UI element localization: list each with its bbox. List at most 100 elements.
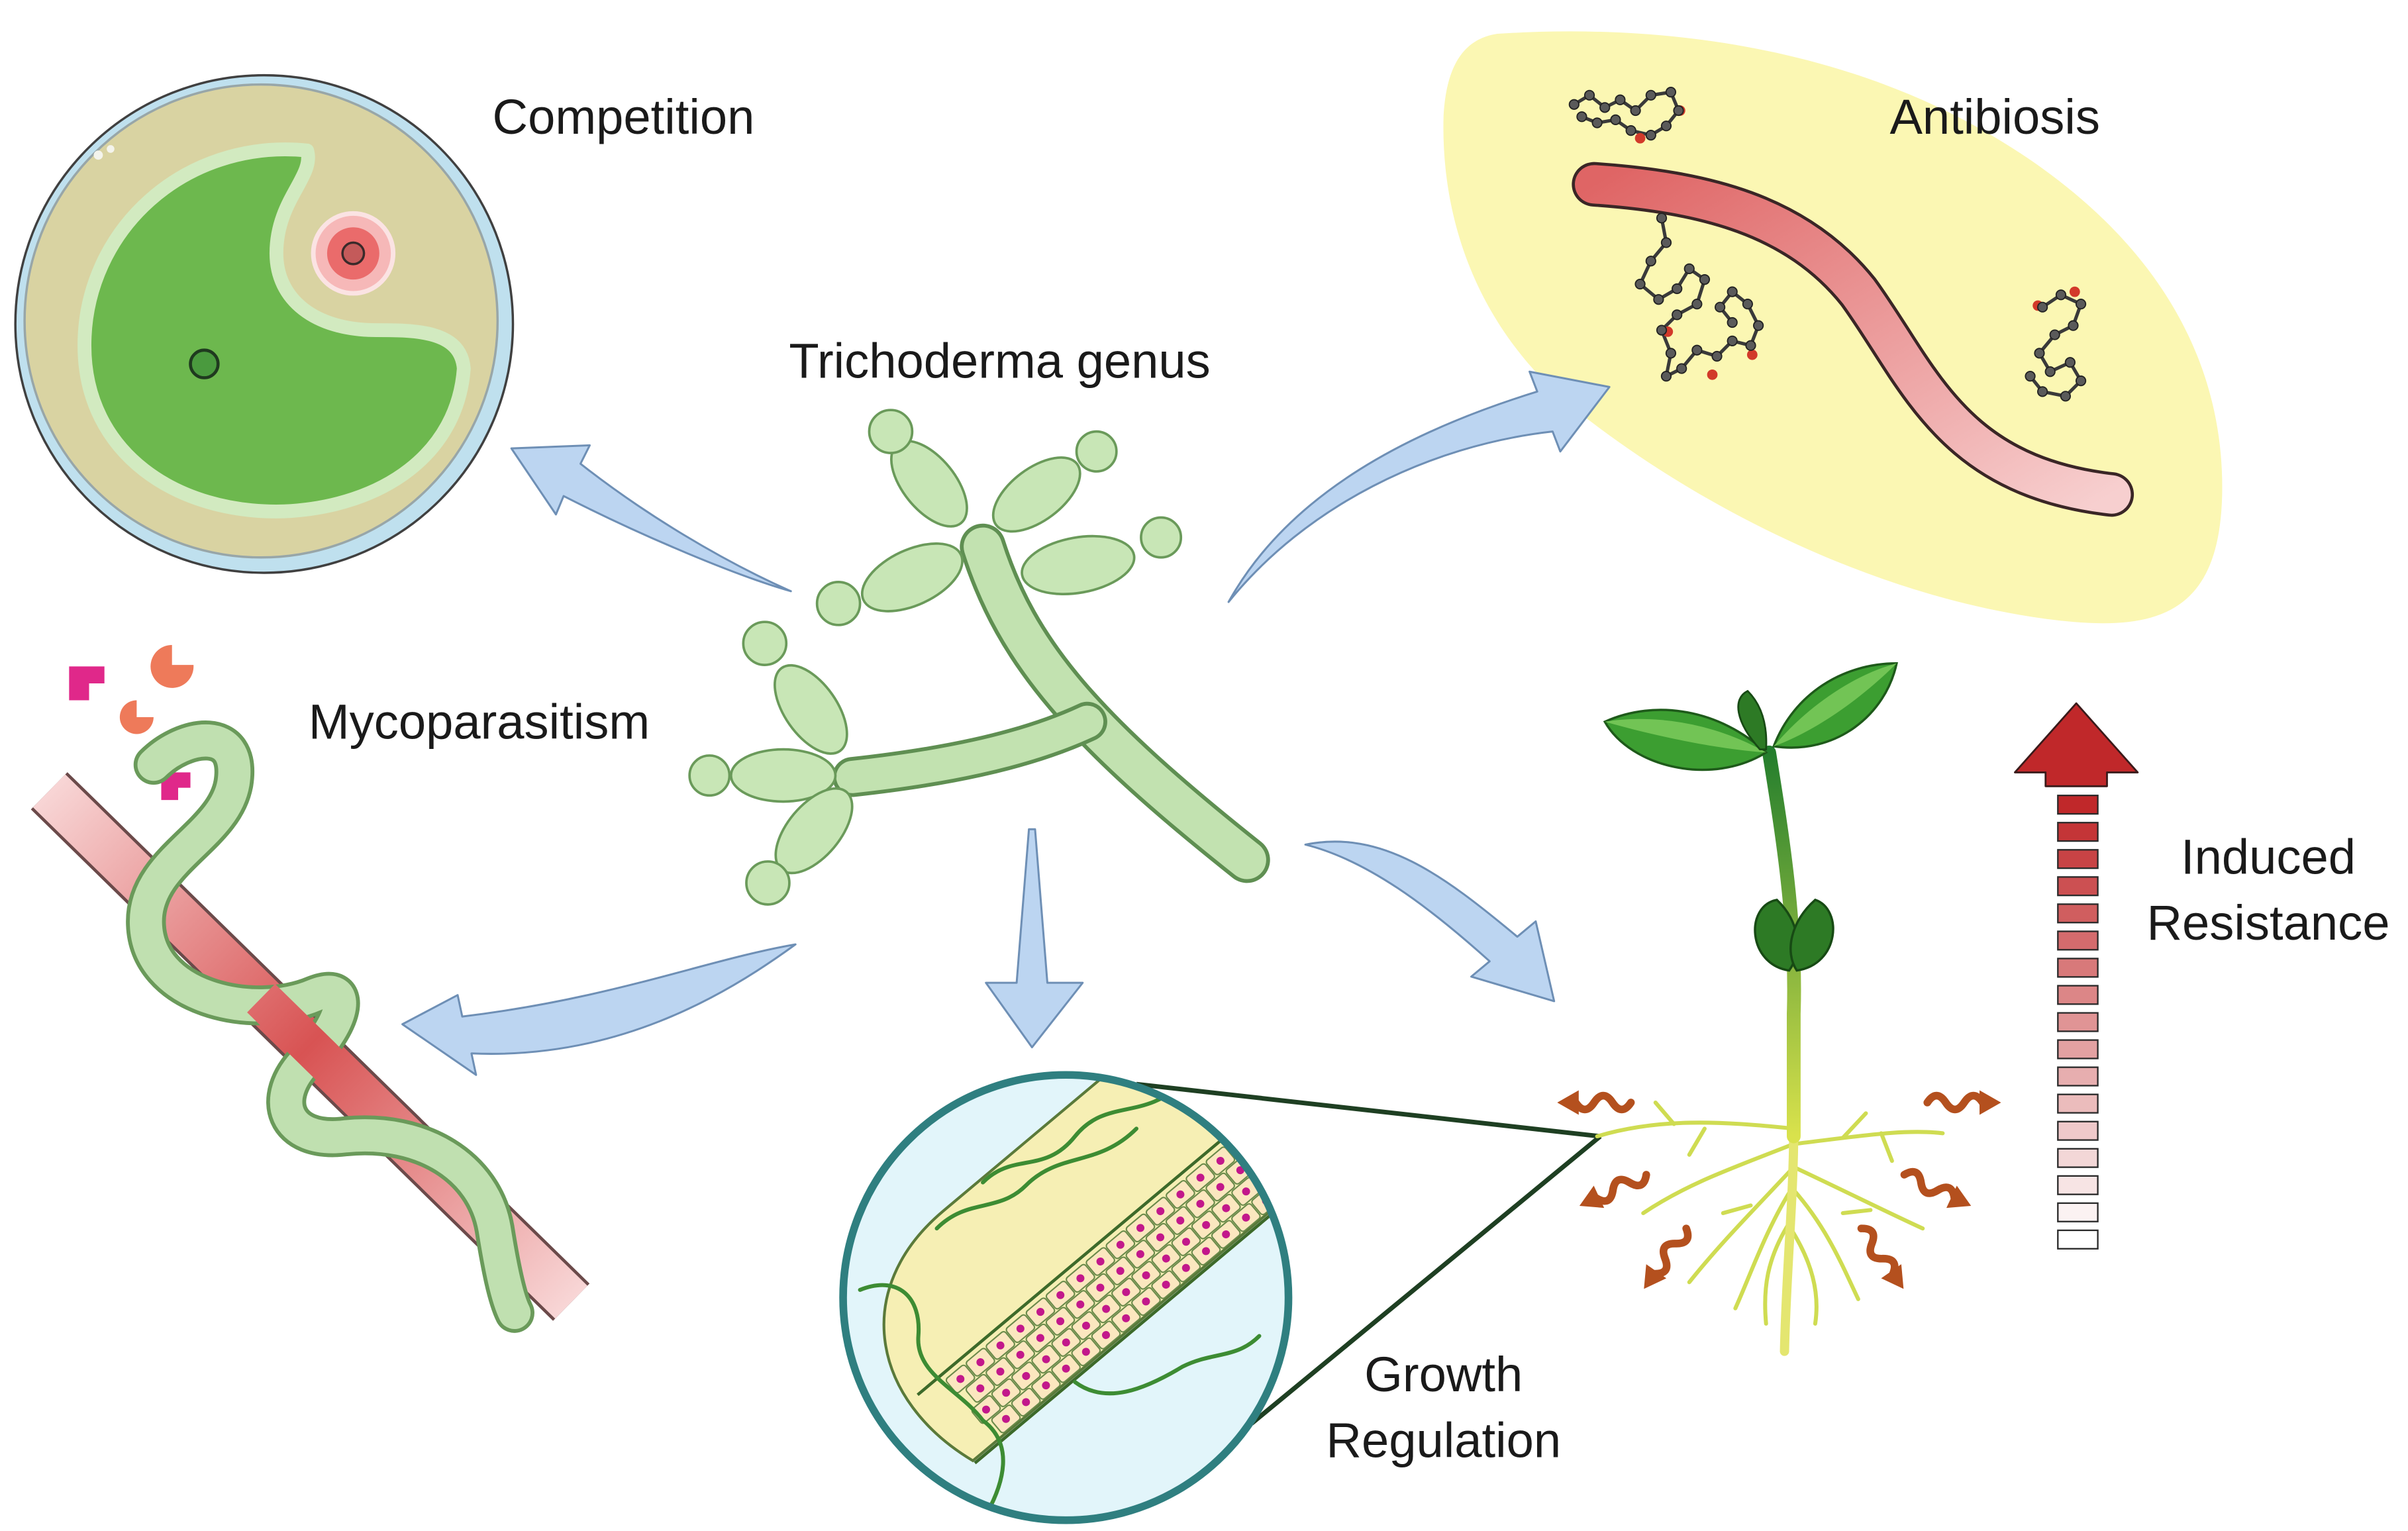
petri-bubble xyxy=(93,150,103,160)
cell-nucleus xyxy=(1256,1149,1265,1158)
carbon-atom xyxy=(1645,129,1656,141)
carbon-atom xyxy=(1691,344,1703,356)
resistance-bar-segment xyxy=(2057,1120,2099,1141)
carbon-atom xyxy=(1653,294,1664,305)
carbon-atom xyxy=(2049,329,2060,340)
root-cell xyxy=(1311,1109,1341,1139)
carbon-atom xyxy=(2060,391,2072,402)
cell-nucleus xyxy=(1295,1088,1306,1099)
carbon-atom xyxy=(1591,117,1603,128)
antibiotic-molecule xyxy=(1634,213,1764,382)
trichoderma-inoculum xyxy=(189,348,220,379)
trichoderma-coiling-hypha xyxy=(129,724,531,1330)
cell-nucleus xyxy=(1042,1381,1050,1390)
carbon-atom xyxy=(1645,256,1656,267)
cell-nucleus xyxy=(1002,1389,1011,1397)
oxygen-atom xyxy=(1746,349,1758,360)
antibiosis-illustration xyxy=(1443,31,2223,624)
signal-squiggle xyxy=(1857,1224,1899,1278)
pathogen-cell xyxy=(1575,165,2131,514)
apical-bud xyxy=(1737,689,1768,751)
carbon-atom xyxy=(2068,320,2079,331)
carbon-atom xyxy=(1625,125,1636,136)
carbon-atom xyxy=(1715,301,1726,313)
carbon-atom xyxy=(1656,213,1668,224)
phialide xyxy=(991,456,1081,533)
cell-nucleus xyxy=(1256,1123,1265,1132)
carbon-atom xyxy=(1672,283,1683,295)
carbon-atom xyxy=(2034,348,2045,359)
cell-nucleus xyxy=(1156,1207,1165,1216)
root-cell xyxy=(1330,1118,1361,1148)
lateral-root xyxy=(1791,1130,1945,1146)
carbon-atom xyxy=(1634,278,1646,290)
cell-nucleus xyxy=(1281,1179,1289,1189)
carbon-atom xyxy=(1673,105,1684,117)
cell-nucleus xyxy=(1136,1224,1145,1232)
zoom-line-lower xyxy=(1250,1134,1602,1426)
arrow-to-mycoparasitism xyxy=(401,943,797,1076)
root-cell xyxy=(1271,1143,1289,1173)
plant-stem xyxy=(1762,745,1801,1144)
carbon-atom xyxy=(1727,335,1738,346)
lateral-root xyxy=(1641,1142,1796,1215)
label-antibiosis: Antibiosis xyxy=(1889,89,2100,144)
conidium xyxy=(742,620,788,666)
cell-nucleus xyxy=(1360,1085,1372,1097)
resistance-bar-segment xyxy=(2057,958,2099,978)
root-cell xyxy=(1271,1169,1289,1199)
cell-nucleus xyxy=(1321,1145,1332,1156)
cell-nucleus xyxy=(1001,1414,1011,1423)
cell-nucleus xyxy=(1076,1274,1085,1283)
cell-nucleus xyxy=(1355,1064,1366,1075)
petri-dish xyxy=(14,74,515,574)
conidium xyxy=(745,860,791,906)
lateral-root xyxy=(1763,1218,1793,1326)
carbon-atom xyxy=(1660,237,1672,248)
cotyledon-right xyxy=(1789,898,1834,972)
antibiosis-background xyxy=(1443,31,2223,624)
phialide xyxy=(860,542,964,613)
root-signal-arrow xyxy=(1644,1224,1692,1289)
cell-nucleus xyxy=(1276,1106,1285,1115)
trichoderma-colony xyxy=(77,142,471,519)
carbon-atom xyxy=(1752,320,1764,331)
root-cell xyxy=(1245,1112,1276,1142)
conidium xyxy=(1140,516,1183,559)
cell-nucleus xyxy=(1202,1220,1211,1229)
cell-nucleus xyxy=(1222,1204,1230,1212)
cell-nucleus xyxy=(1162,1254,1170,1263)
primary-root xyxy=(1780,1124,1799,1356)
carbon-atom xyxy=(1665,87,1677,98)
cell-nucleus xyxy=(1062,1338,1070,1347)
endophytic-hypha xyxy=(934,1126,1138,1231)
cell-nucleus xyxy=(1196,1199,1205,1208)
root-signal-arrow xyxy=(1923,1090,2001,1115)
cell-nucleus xyxy=(956,1375,965,1383)
root-signal-arrow xyxy=(1857,1224,1904,1289)
cell-nucleus xyxy=(1276,1132,1285,1141)
cell-nucleus xyxy=(1236,1166,1244,1175)
zoom-line-upper xyxy=(1136,1081,1601,1139)
root-cell xyxy=(1311,1136,1341,1165)
cell-nucleus xyxy=(1096,1258,1105,1266)
cell-nucleus xyxy=(1181,1238,1190,1246)
root-cell xyxy=(1291,1152,1321,1182)
lateral-root xyxy=(1788,1226,1819,1326)
cell-nucleus xyxy=(1042,1355,1050,1363)
cell-nucleus xyxy=(1056,1317,1065,1326)
resistance-bar-segment xyxy=(2057,1066,2099,1087)
cell-nucleus xyxy=(1176,1216,1185,1225)
cell-nucleus xyxy=(1102,1305,1111,1313)
cell-nucleus xyxy=(1242,1187,1250,1196)
lateral-root xyxy=(1733,1183,1796,1310)
cell-nucleus xyxy=(1022,1371,1030,1380)
root-cell xyxy=(1291,1126,1321,1156)
enzyme-icon xyxy=(69,666,105,701)
resistance-bar-segment xyxy=(2057,1202,2099,1222)
phialide xyxy=(1021,534,1136,595)
resistance-bar-segment xyxy=(2057,1012,2099,1032)
lateral-root xyxy=(1595,1120,1796,1139)
lens-border xyxy=(839,1071,1293,1524)
